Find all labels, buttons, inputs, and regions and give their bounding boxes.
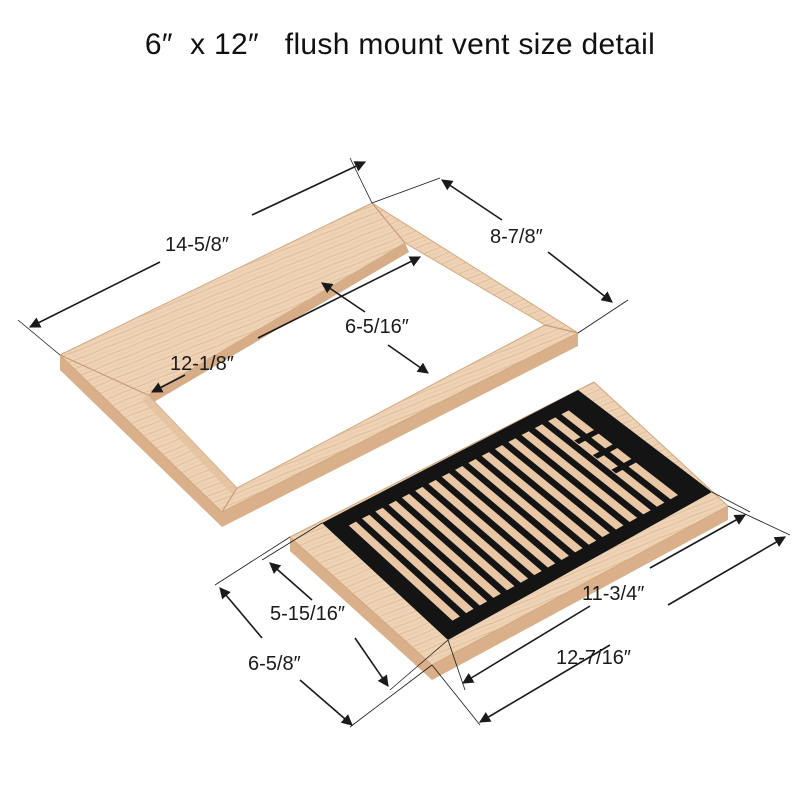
dim-base-width-a [219,587,263,639]
vent-part [289,381,729,680]
grille-slot [468,459,583,553]
grille-slot [348,521,460,621]
label-outer-width: 8-7/8″ [490,226,543,248]
label-face-length: 11-3/4″ [582,583,644,605]
dim-base-length-a [667,536,786,606]
grille-slot [455,466,569,560]
grille-slot [401,493,515,591]
dim-outer-width-b [547,251,613,303]
grille-slot [521,431,638,522]
dim-face-width-a [269,562,313,601]
grille-crossbar [611,454,645,474]
dim-outer-length-a [251,161,367,216]
grille-slot [508,438,624,530]
dim-inner-length-b [151,374,186,393]
grille-slot [375,507,488,606]
dim-inner-width-a [321,282,366,313]
label-face-width: 5-15/16″ [270,603,345,625]
grille-crossbar [592,439,626,459]
grille-slots [348,410,679,621]
grille-slot [362,514,474,614]
frame-part [59,202,580,527]
grille-slot [415,486,529,583]
dim-base-width-b [299,679,353,726]
grille-slot [534,424,651,515]
grille-slot [441,472,556,568]
dim-face-width-b [354,637,389,687]
dim-base-length-b [479,644,611,723]
dimension-lines [17,157,791,728]
grille-slot [494,445,610,538]
dim-outer-length-b [28,261,161,328]
vent-base-edge [290,506,728,680]
dim-face-length-b [462,605,591,684]
dim-face-length-a [649,514,746,569]
grille-slot [428,479,542,576]
label-inner-length: 12-1/8″ [170,353,234,375]
dim-inner-width-b [387,344,429,374]
label-outer-length: 14-5/8″ [165,234,229,256]
page-title: 6″ x 12″ flush mount vent size detail [144,28,656,61]
grille-crossbar [574,425,608,445]
label-base-width: 6-5/8″ [248,653,301,675]
dim-outer-width-a [441,179,503,221]
dim-inner-length-a [257,256,422,339]
label-base-length: 12-7/16″ [556,647,631,669]
grille-slot [481,452,597,545]
label-inner-width: 6-5/16″ [345,316,409,338]
grille-slot [388,500,501,598]
